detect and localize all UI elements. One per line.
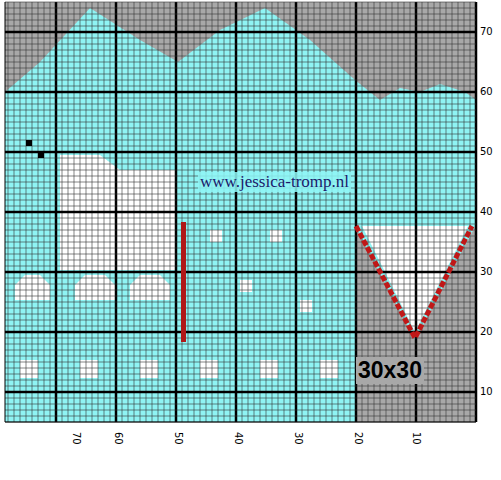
grid-line <box>5 236 476 237</box>
grid-line <box>5 260 476 261</box>
filled-cells <box>26 140 44 158</box>
grid-line <box>5 391 476 394</box>
grid-line <box>5 116 476 117</box>
grid-line <box>5 230 476 231</box>
grid-line <box>5 140 476 141</box>
grid-line <box>5 338 476 339</box>
grid-line <box>5 218 476 219</box>
grid-line <box>5 170 476 171</box>
axis-number: 70 <box>71 432 82 445</box>
grid-line <box>5 242 476 243</box>
grid-line <box>5 254 476 255</box>
grid-line <box>5 68 476 69</box>
watermark: www.jessica-tromp.nl <box>198 172 351 192</box>
grid-line <box>5 416 476 417</box>
grid-line <box>5 74 476 75</box>
axis-number: 10 <box>480 386 493 397</box>
axis-number: 70 <box>480 26 493 37</box>
grid-line <box>5 194 476 195</box>
grid-line <box>5 164 476 165</box>
grid-line <box>5 2 476 3</box>
grid-line <box>5 266 476 267</box>
grid-line <box>5 56 476 57</box>
grid-line <box>5 158 476 159</box>
axis-number: 20 <box>480 326 493 337</box>
grid-line <box>5 404 476 405</box>
grid-line <box>5 62 476 63</box>
grid-line <box>5 20 476 21</box>
grid-line <box>5 151 476 154</box>
grid-line <box>5 224 476 225</box>
grid-line <box>5 80 476 81</box>
axis-number: 60 <box>113 432 124 445</box>
grid-line <box>5 422 476 423</box>
axis-number: 40 <box>480 206 493 217</box>
grid-line <box>5 271 476 274</box>
grid-line <box>5 44 476 45</box>
grid-line <box>5 284 476 285</box>
grid-line <box>5 308 476 309</box>
grid-line <box>5 104 476 105</box>
grid-line <box>5 122 476 123</box>
grid-line <box>5 146 476 147</box>
grid-line <box>5 331 476 334</box>
axis-number: 50 <box>480 146 493 157</box>
grid-line <box>5 422 476 423</box>
grid-line <box>5 8 476 9</box>
grid-line <box>5 206 476 207</box>
grid-line <box>5 26 476 27</box>
grid-line <box>5 38 476 39</box>
axis-number: 60 <box>480 86 493 97</box>
grid-line <box>5 134 476 135</box>
grid-line <box>5 398 476 399</box>
grid-line <box>5 302 476 303</box>
grid-line <box>5 14 476 15</box>
grid-line <box>5 278 476 279</box>
cyan-heart-area <box>5 8 476 422</box>
grid-line <box>5 326 476 327</box>
red-bar <box>181 222 186 342</box>
grid-line <box>5 50 476 51</box>
axis-number: 10 <box>411 432 422 445</box>
grid-line <box>5 211 476 214</box>
axis-number: 20 <box>353 432 364 445</box>
grid-line <box>5 200 476 201</box>
grid-line <box>5 410 476 411</box>
axis-number: 50 <box>173 432 184 445</box>
grid-line <box>5 128 476 129</box>
grid-line <box>5 86 476 87</box>
grid-line <box>5 290 476 291</box>
grid-line <box>5 350 476 351</box>
grey-ground <box>5 2 476 422</box>
red-v-line <box>356 226 472 338</box>
axis-number: 40 <box>233 432 244 445</box>
grid-lines <box>5 2 476 422</box>
grid-line <box>5 98 476 99</box>
grid-line <box>5 110 476 111</box>
grid-line <box>5 2 6 422</box>
grid-line <box>5 248 476 249</box>
grid-line <box>5 31 476 34</box>
grid-line <box>5 344 476 345</box>
grid-line <box>5 386 476 387</box>
grid-line <box>5 91 476 94</box>
axis-number: 30 <box>480 266 493 277</box>
size-note: 30x30 <box>356 357 424 384</box>
axis-number: 30 <box>293 432 304 445</box>
grid-line <box>5 296 476 297</box>
